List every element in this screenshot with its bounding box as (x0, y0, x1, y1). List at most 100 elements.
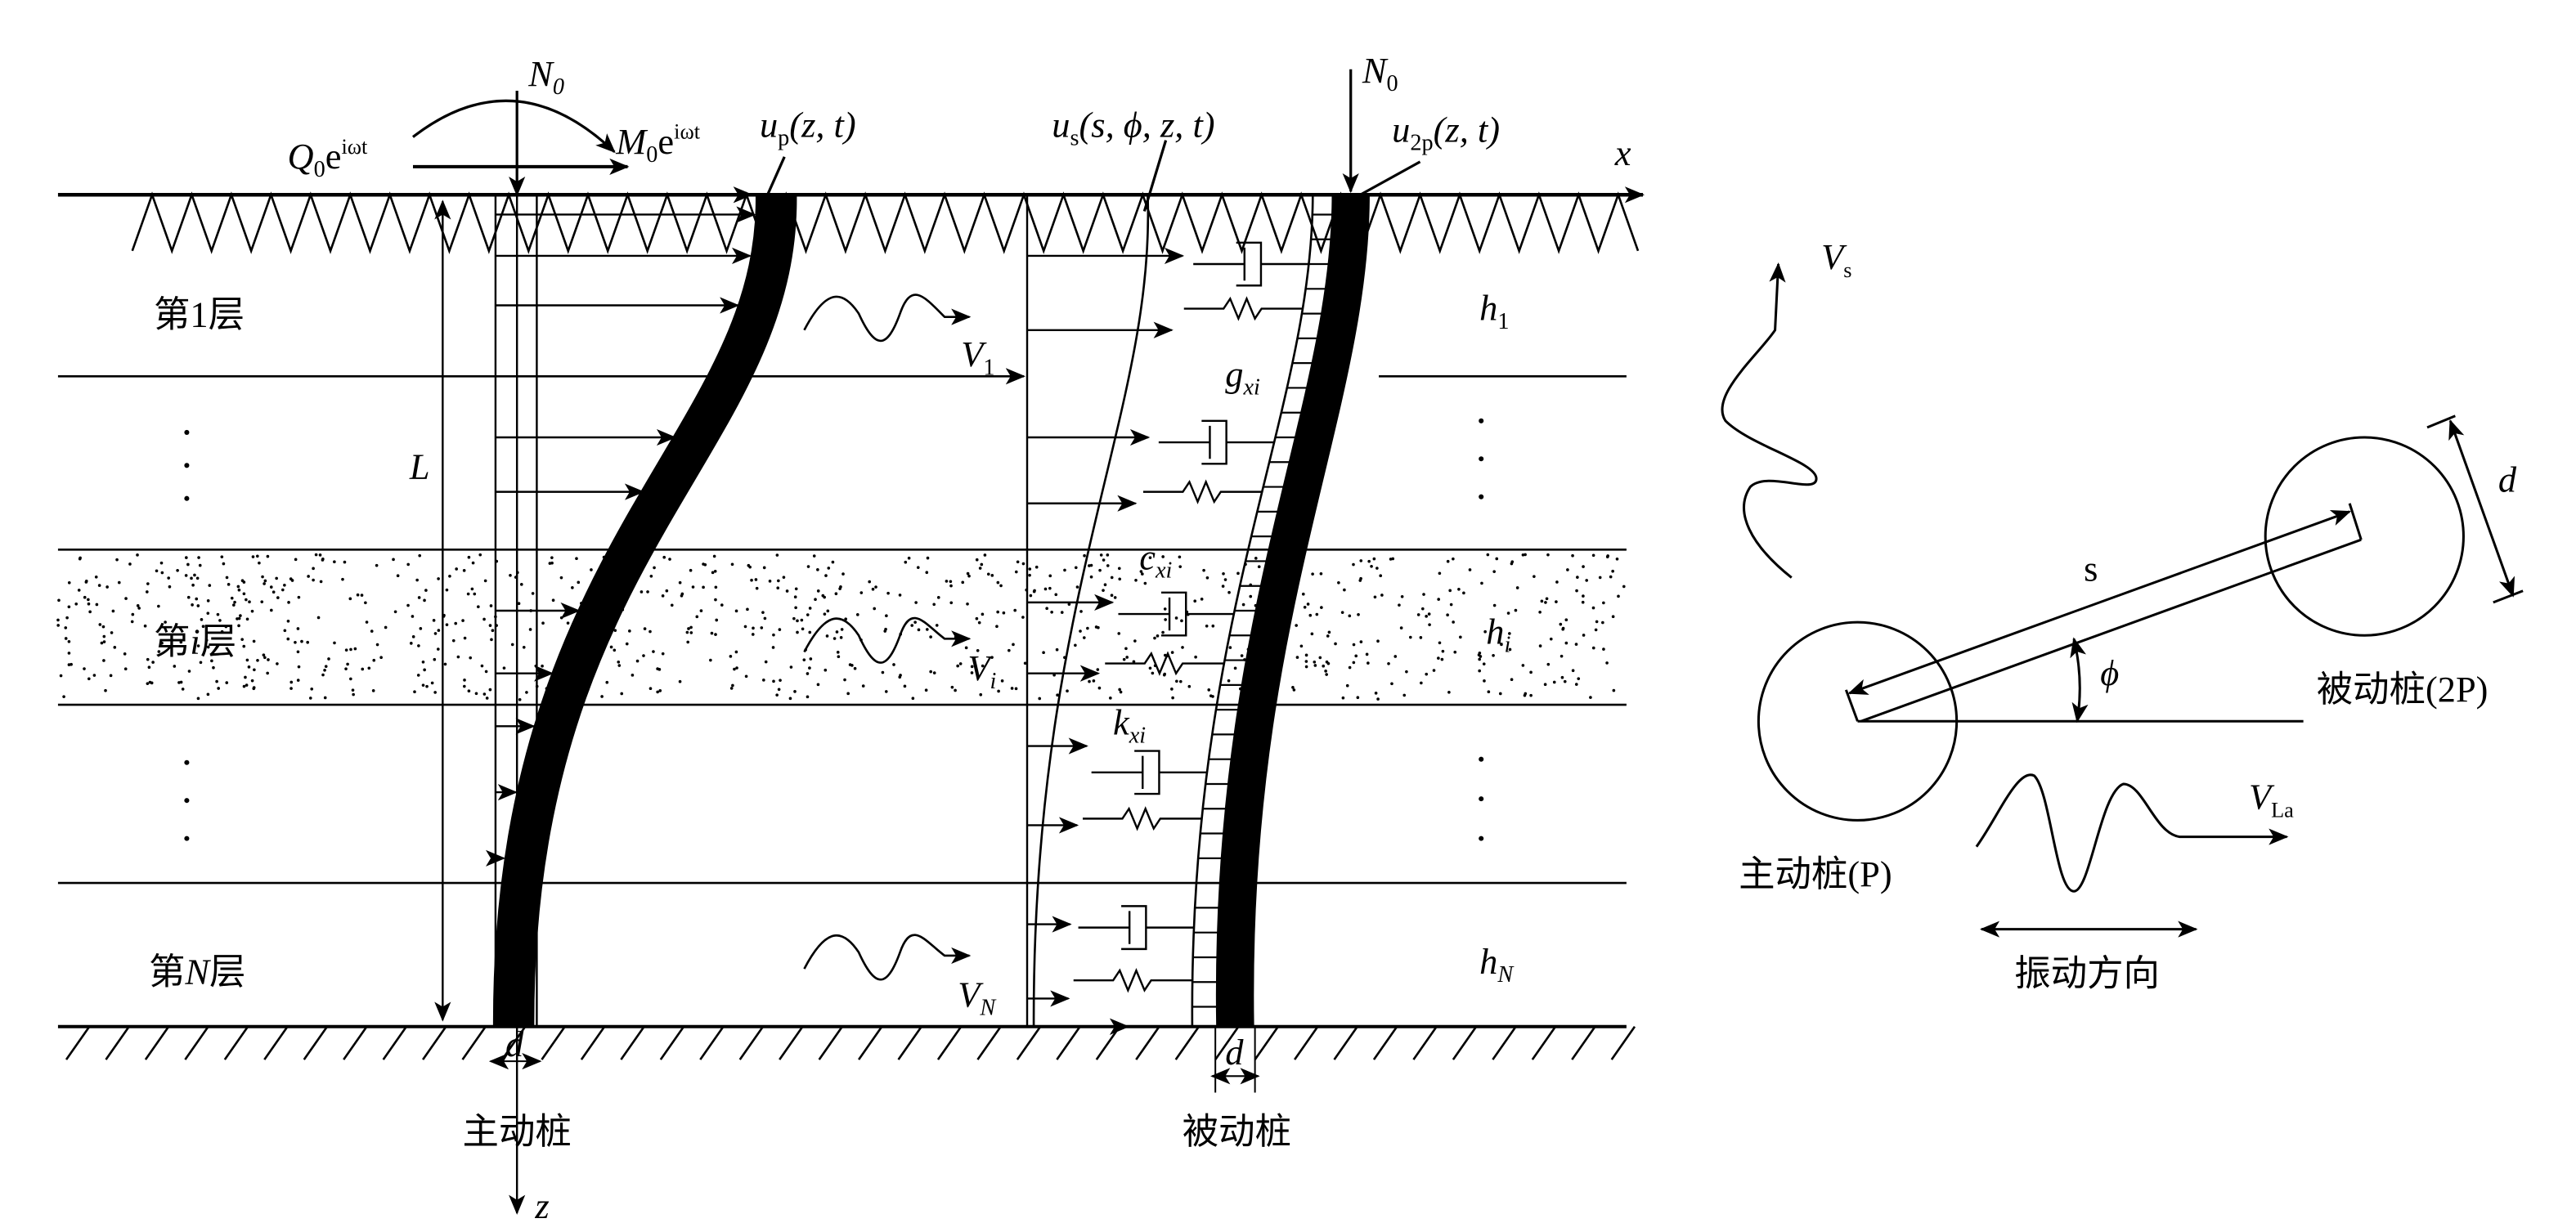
sand-dot (837, 655, 841, 659)
sand-dot (1356, 696, 1360, 700)
sand-dot (198, 563, 202, 567)
sand-dot (483, 579, 487, 583)
sand-dot (796, 630, 799, 634)
sand-dot (1492, 570, 1497, 573)
sand-dot (517, 602, 521, 606)
sand-dot (1083, 553, 1086, 558)
sand-dot (1437, 656, 1440, 660)
sand-dot (220, 629, 224, 634)
sand-dot (808, 607, 812, 610)
sand-dot (1462, 591, 1465, 595)
bedrock-hatch-line (1254, 1025, 1279, 1060)
plan-diameter-label: d (2498, 459, 2517, 500)
sand-dot (1161, 555, 1165, 558)
sand-dot (1452, 620, 1455, 624)
sand-dot (1118, 577, 1122, 581)
sand-dot (474, 692, 478, 696)
soil-displacement-label: us(s, ϕ, z, t) (1052, 105, 1214, 151)
sand-dot (836, 651, 840, 654)
sand-dot (344, 667, 348, 670)
sand-dot (1571, 669, 1575, 673)
sand-dot (1574, 643, 1578, 646)
sand-dot (67, 639, 71, 643)
sand-dot (206, 645, 210, 649)
sand-dot (779, 679, 782, 682)
sand-dot (227, 583, 231, 586)
active-diameter-label: d (505, 1024, 524, 1064)
sand-dot (1045, 607, 1048, 611)
sand-dot (1612, 688, 1616, 692)
sand-dot (1483, 679, 1486, 683)
sand-dot (1376, 567, 1379, 570)
sand-dot (371, 689, 375, 692)
sand-dot (1500, 643, 1503, 647)
sand-dot (128, 562, 132, 566)
sand-dot (1546, 662, 1551, 666)
sand-dot (1478, 669, 1481, 673)
sand-dot (762, 679, 765, 682)
sand-dot (266, 554, 270, 558)
layer-n-thickness: hN (1479, 941, 1515, 988)
sand-dot (318, 553, 322, 557)
sand-dot (308, 697, 312, 700)
sand-dot (1143, 581, 1147, 585)
sand-dot (300, 639, 303, 643)
sand-dot (372, 658, 376, 662)
sand-dot (77, 589, 81, 592)
sand-dot (1324, 670, 1327, 673)
sand-dot (1048, 586, 1052, 590)
plan-view (1721, 262, 2524, 938)
moment-label: M0eiωt (615, 120, 700, 168)
sand-dot (794, 587, 798, 591)
sand-dot (910, 624, 914, 627)
sand-dot (1326, 634, 1330, 638)
sand-dot (1063, 568, 1066, 572)
sand-dot (1227, 590, 1231, 594)
bedrock-hatch-line (541, 1025, 566, 1060)
bedrock-hatch-line (659, 1025, 685, 1060)
sand-dot (1555, 580, 1559, 584)
sand-dot (1315, 612, 1319, 616)
sand-dot (1292, 688, 1296, 692)
sand-dot (147, 665, 151, 670)
sand-dot (237, 588, 241, 592)
sand-dot (482, 692, 487, 696)
sand-dot (349, 677, 352, 681)
sand-dot (1448, 589, 1452, 593)
sand-dot (160, 641, 164, 645)
sand-dot (280, 588, 285, 592)
layer-n-label: 第N层 (149, 951, 245, 992)
sand-dot (925, 628, 929, 631)
sand-dot (793, 595, 797, 599)
sand-dot (67, 663, 71, 666)
bedrock-hatch-line (65, 1025, 91, 1060)
sand-dot (907, 556, 911, 560)
sand-dot (981, 664, 985, 668)
sand-dot (1515, 586, 1519, 589)
sand-dot (239, 614, 242, 617)
sand-dot (729, 687, 734, 690)
sand-dot (421, 660, 425, 664)
sand-dot (1042, 651, 1045, 655)
sand-dot (1437, 598, 1440, 601)
sand-dot (1048, 574, 1052, 578)
sand-dot (1611, 569, 1614, 573)
sand-dot (1102, 558, 1106, 562)
passive-pile-label: 被动桩 (1183, 1111, 1291, 1152)
bedrock-hatch-line (1135, 1025, 1160, 1060)
sand-dot (1581, 600, 1585, 604)
sand-dot (768, 579, 772, 583)
sand-dot (195, 597, 199, 601)
sand-dot (823, 612, 827, 616)
bedrock-hatch-line (779, 1025, 804, 1060)
spacing-lower-line (1860, 538, 2362, 723)
sand-dot (242, 592, 246, 596)
sand-dot (1601, 620, 1604, 625)
sand-dot (1561, 626, 1565, 630)
sand-dot (1299, 644, 1304, 648)
sand-dot (294, 640, 297, 644)
sand-dot (1133, 639, 1137, 643)
passive-pile-circle (2264, 436, 2465, 637)
sand-dot (62, 695, 65, 698)
sand-dot (146, 657, 150, 661)
